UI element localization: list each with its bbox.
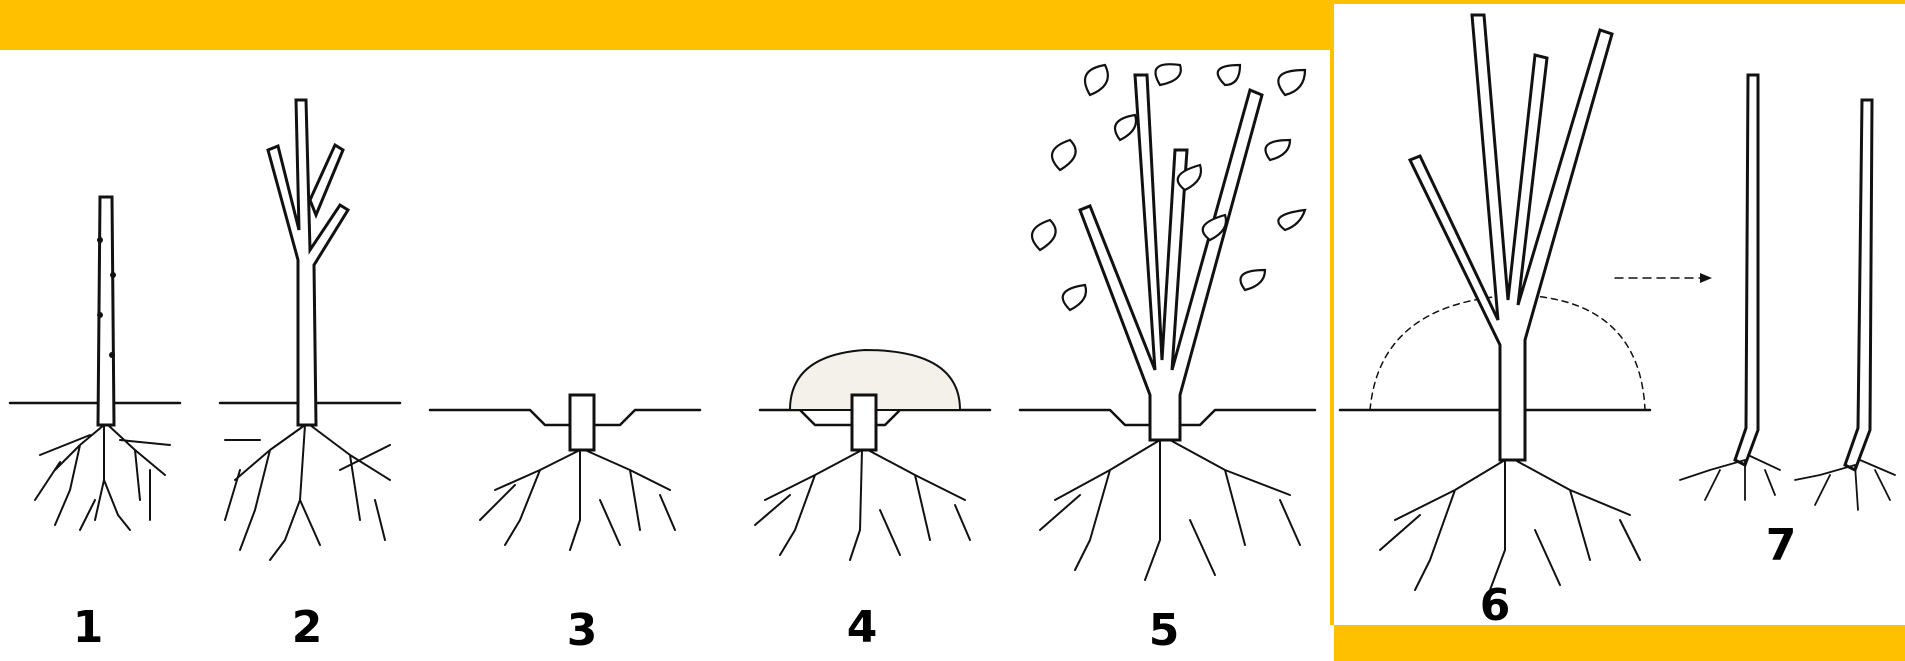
stage-number-4: 4 xyxy=(847,602,878,653)
cutting-stem xyxy=(1735,75,1758,465)
plant-stump xyxy=(570,395,594,450)
arrow-head xyxy=(1700,273,1712,283)
stage-7-illustration xyxy=(1615,75,1895,510)
root-system xyxy=(755,450,970,560)
root-system xyxy=(35,425,170,530)
stage-number-6: 6 xyxy=(1480,580,1511,631)
stage-number-7: 7 xyxy=(1766,520,1797,571)
root-system xyxy=(1040,440,1300,580)
plant-stump xyxy=(852,395,876,450)
root-system xyxy=(225,425,390,560)
cutting-roots xyxy=(1795,460,1895,510)
root-system xyxy=(480,450,675,550)
plant-branch xyxy=(310,145,343,215)
plant-stems xyxy=(1080,75,1262,440)
plant-stem xyxy=(98,197,114,425)
stage-6-illustration xyxy=(1340,15,1650,590)
root-system xyxy=(1380,460,1640,590)
stage-4-illustration xyxy=(755,350,990,560)
plant-stems xyxy=(1410,15,1612,460)
stage-number-1: 1 xyxy=(73,602,104,653)
cutting-roots xyxy=(1680,455,1780,500)
stage-number-3: 3 xyxy=(567,605,598,656)
stage-number-2: 2 xyxy=(292,602,323,653)
stage-5-illustration xyxy=(1020,64,1315,580)
cutting-stem xyxy=(1845,100,1872,470)
ground-line xyxy=(430,410,700,425)
stage-number-5: 5 xyxy=(1149,605,1180,656)
stage-3-illustration xyxy=(430,395,700,550)
stage-2-illustration xyxy=(220,100,400,560)
stage-1-illustration xyxy=(10,197,180,530)
